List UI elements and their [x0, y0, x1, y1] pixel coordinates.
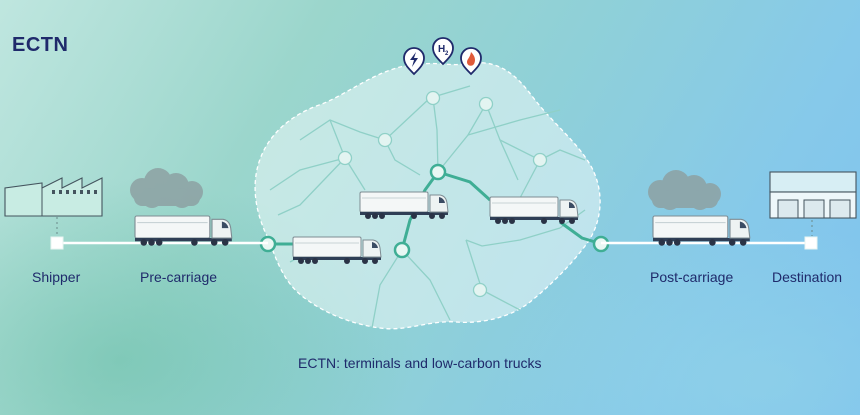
- hydrogen-subscript: 2: [445, 51, 449, 57]
- label-destination: Destination: [772, 269, 843, 285]
- network-nodes: [337, 90, 548, 298]
- emission-cloud-post-carriage: [648, 170, 721, 210]
- electric-charging-icon: [403, 47, 425, 76]
- hydrogen-symbol: H: [438, 44, 445, 55]
- emission-cloud-pre-carriage: [130, 168, 203, 208]
- diagram-caption: ECTN: terminals and low-carbon trucks: [298, 355, 542, 371]
- label-pre-carriage: Pre-carriage: [140, 269, 218, 285]
- destination-warehouse-icon: [769, 171, 857, 219]
- truck-pre-carriage: [134, 215, 233, 247]
- label-shipper: Shipper: [32, 269, 81, 285]
- hydrogen-h2-icon: H 2: [432, 37, 454, 66]
- truck-post-carriage: [652, 215, 751, 247]
- truck-ectn-2: [292, 236, 382, 265]
- label-post-carriage: Post-carriage: [650, 269, 734, 285]
- truck-ectn-1: [359, 191, 449, 220]
- truck-ectn-3: [489, 196, 579, 225]
- page-title: ECTN: [12, 34, 69, 56]
- shipper-warehouse-icon: [4, 177, 103, 217]
- gas-flame-icon: [460, 47, 482, 76]
- terminal-nodes: [259, 163, 610, 259]
